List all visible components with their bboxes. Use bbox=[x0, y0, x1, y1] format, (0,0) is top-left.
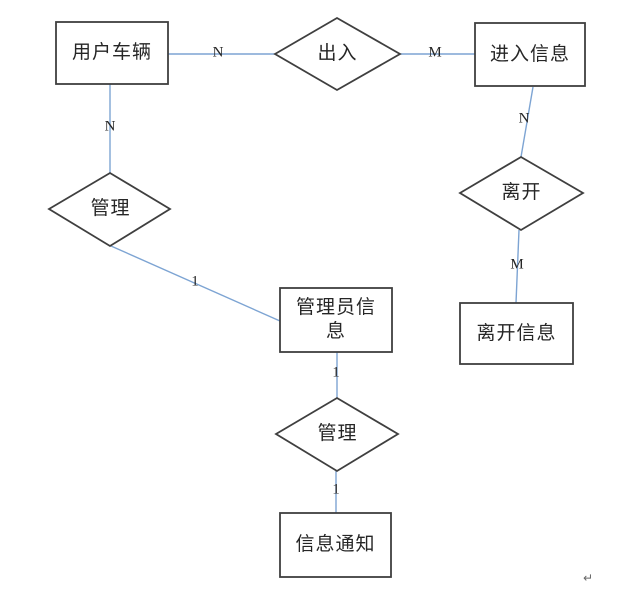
relationship-manage-vehicle-diamond bbox=[47, 171, 172, 248]
paragraph-return-mark: ↵ bbox=[583, 571, 594, 585]
relationship-in-out-diamond bbox=[273, 16, 402, 92]
relationship-leave-diamond bbox=[458, 155, 585, 232]
entity-user-vehicle-box bbox=[55, 21, 169, 85]
entity-entry-info-box bbox=[474, 22, 586, 87]
entity-info-notice-box bbox=[279, 512, 392, 578]
relationship-manage-notice-diamond bbox=[274, 396, 400, 473]
entity-leave-info-box bbox=[459, 302, 574, 365]
connector-entry-leave bbox=[520, 86, 534, 158]
entity-admin-info-box bbox=[279, 287, 393, 353]
connector-leave-leaveinfo bbox=[515, 229, 520, 304]
connector-manage-admin bbox=[110, 245, 281, 322]
